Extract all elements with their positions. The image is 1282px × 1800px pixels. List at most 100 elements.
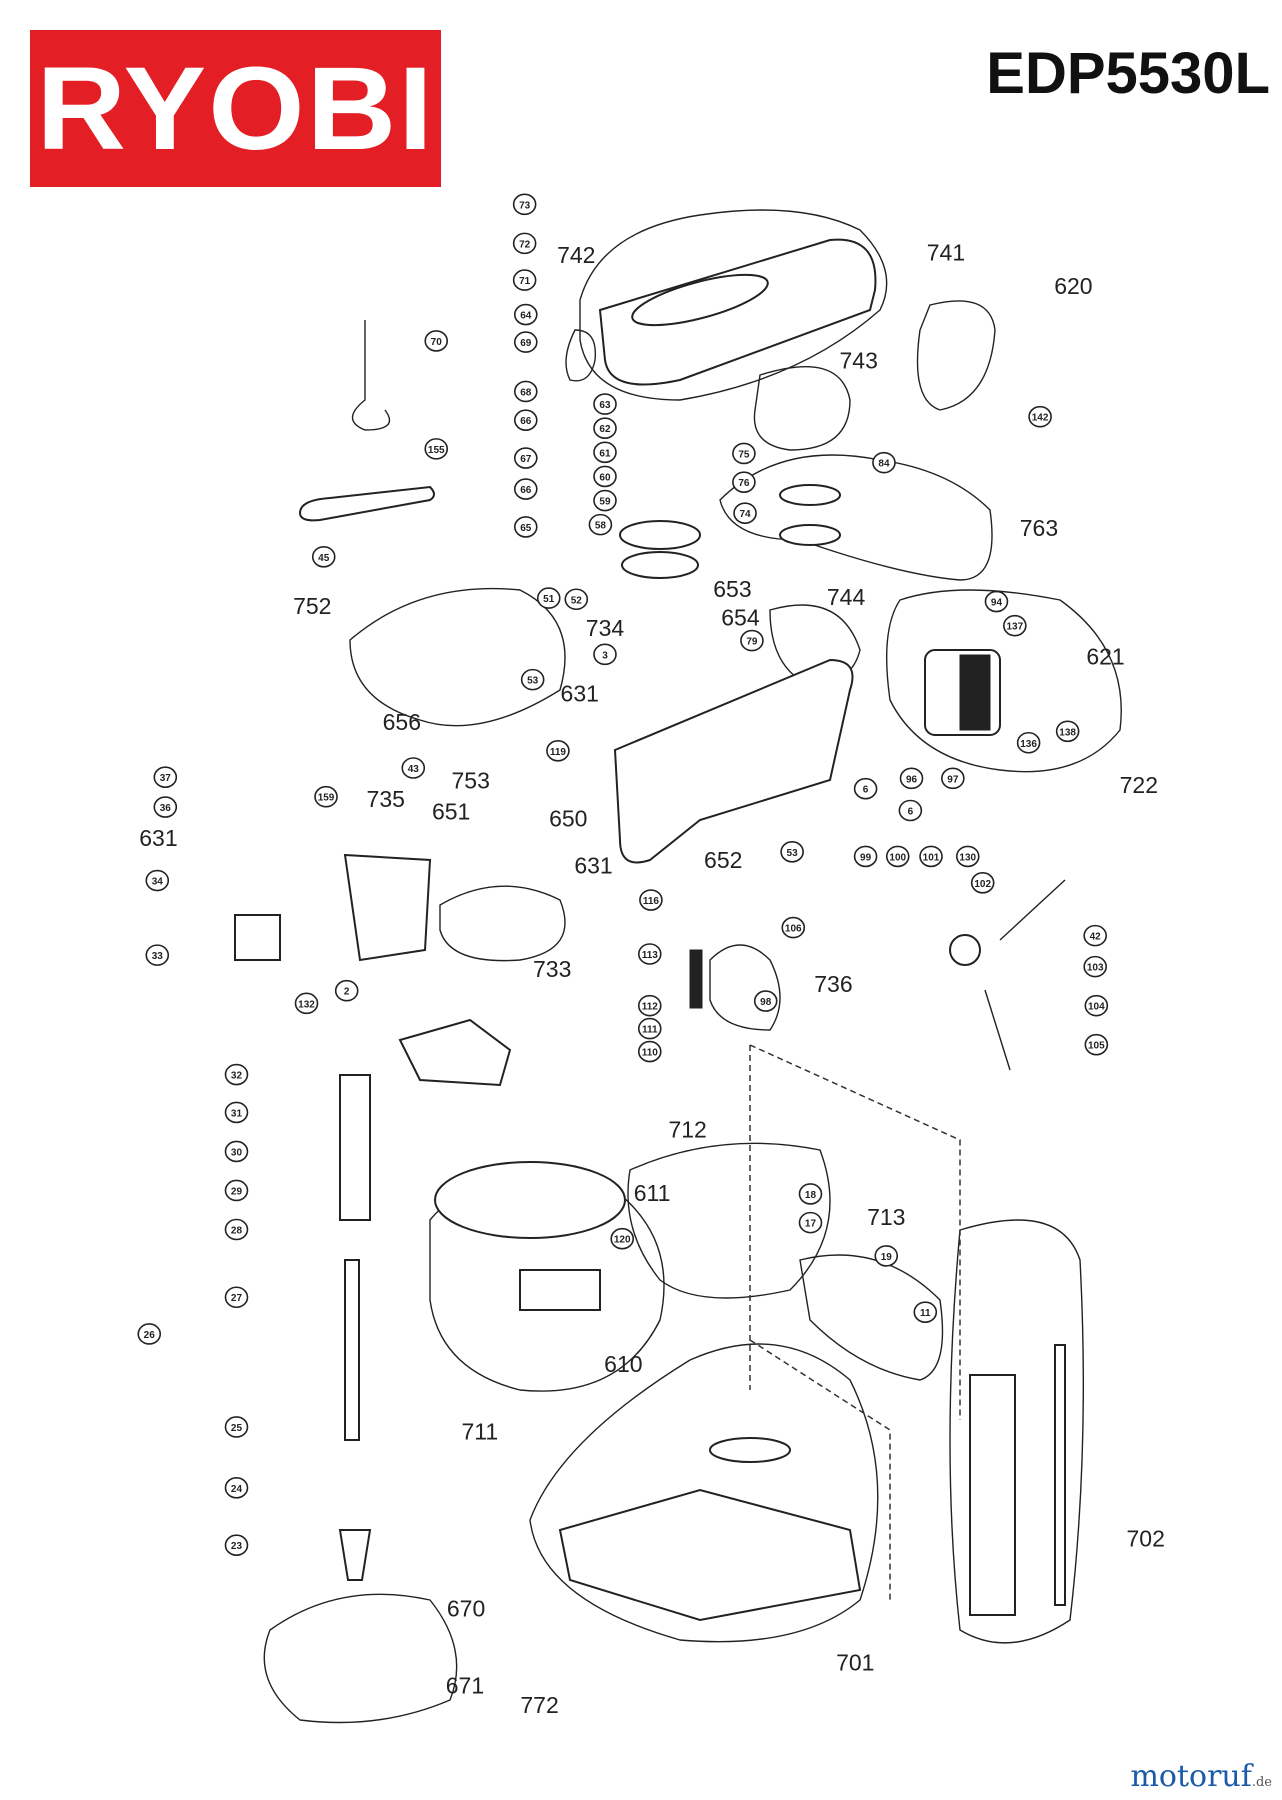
part-number: 106 [785, 924, 802, 935]
part-number: 73 [519, 200, 531, 211]
part-callout: 23 [224, 1534, 249, 1557]
part-number: 28 [231, 1226, 243, 1237]
part-callout: 159 [314, 785, 338, 808]
group-outline-701 [529, 1343, 879, 1643]
feed-hub [949, 934, 981, 966]
part-number: 33 [152, 951, 164, 962]
callout-circle [564, 588, 589, 611]
motor-pulley-lower [779, 524, 841, 546]
part-callout: 138 [1055, 720, 1080, 743]
group-outline-713 [799, 1254, 944, 1381]
part-number: 18 [805, 1190, 817, 1201]
callout-circle [513, 409, 538, 431]
part-callout: 32 [224, 1063, 249, 1086]
part-callout: 120 [610, 1227, 635, 1250]
part-callout: 65 [513, 516, 538, 538]
part-callout: 25 [224, 1416, 249, 1438]
head-casting [613, 658, 854, 864]
callout-circle [513, 380, 538, 403]
callout-circle [1055, 720, 1080, 743]
part-callout: 106 [781, 916, 806, 939]
part-callout: 70 [424, 330, 449, 352]
part-callout: 11 [913, 1301, 938, 1323]
part-number: 53 [787, 848, 799, 859]
callout-circle [637, 994, 662, 1017]
assembly-label: 620 [1054, 273, 1092, 299]
part-callout: 36 [153, 796, 178, 818]
assembly-label: 772 [520, 1692, 558, 1718]
assembly-label: 711 [462, 1419, 499, 1445]
part-callout: 33 [145, 944, 170, 966]
assembly-label: 654 [721, 605, 760, 631]
assembly-label: 712 [668, 1117, 706, 1143]
group-outline-736 [709, 944, 781, 1031]
part-callout: 103 [1083, 955, 1107, 978]
part-callout: 2 [334, 979, 359, 1002]
callout-circle [610, 1227, 635, 1250]
callout-circle [513, 447, 538, 469]
callout-circle [1084, 994, 1109, 1017]
part-callout: 116 [639, 889, 663, 911]
part-number: 24 [231, 1484, 243, 1495]
callout-circle [224, 1140, 249, 1163]
assembly-label: 763 [1020, 515, 1058, 541]
assembly-label: 621 [1086, 644, 1124, 670]
callout-circle [1083, 955, 1107, 978]
switch [234, 914, 281, 961]
assembly-label: 631 [561, 680, 599, 706]
part-number: 159 [318, 793, 335, 804]
assembly-label: 736 [814, 971, 852, 997]
callout-circle [224, 1286, 249, 1309]
callout-circle [637, 1017, 662, 1040]
assembly-label: 611 [634, 1180, 671, 1206]
callout-circle [1084, 1033, 1109, 1056]
part-number: 104 [1088, 1002, 1105, 1013]
assembly-label: 752 [293, 593, 331, 619]
callout-circle [1016, 731, 1041, 754]
callout-circle [853, 777, 878, 800]
group-outline-620 [916, 300, 996, 411]
callout-circle [137, 1323, 162, 1345]
callout-circle [898, 799, 923, 822]
part-number: 62 [599, 424, 611, 435]
part-callout: 76 [732, 471, 756, 493]
part-number: 64 [520, 311, 532, 322]
spindle-pulley [619, 520, 701, 550]
part-number: 66 [520, 485, 532, 496]
part-callout: 63 [593, 393, 617, 415]
part-number: 76 [738, 478, 750, 489]
assembly-label: 610 [604, 1351, 642, 1377]
part-number: 132 [298, 999, 315, 1010]
part-callout: 53 [520, 668, 545, 691]
part-callout: 102 [970, 872, 995, 894]
part-number: 30 [231, 1147, 243, 1158]
motor-pulley [779, 484, 841, 506]
assembly-label: 702 [1127, 1525, 1165, 1551]
part-callout: 71 [512, 269, 537, 291]
callout-circle [984, 590, 1009, 613]
callout-circle [546, 739, 570, 762]
callout-circle [885, 845, 910, 868]
group-outline-743 [753, 365, 851, 451]
guide-line-column [749, 1044, 961, 1420]
part-callout: 119 [546, 739, 570, 762]
part-number: 116 [643, 896, 660, 907]
callout-circle [424, 330, 449, 352]
part-number: 72 [519, 239, 531, 250]
part-callout: 18 [798, 1183, 823, 1205]
assembly-label: 733 [533, 956, 571, 982]
part-callout: 30 [224, 1140, 249, 1163]
part-callout: 3 [593, 643, 617, 666]
callout-circle [732, 442, 756, 465]
column [969, 1374, 1016, 1616]
part-callout: 67 [513, 447, 538, 469]
part-number: 113 [642, 950, 659, 961]
part-callout: 61 [593, 441, 617, 464]
assembly-label: 701 [836, 1649, 874, 1675]
part-number: 103 [1087, 963, 1104, 974]
part-number: 94 [991, 598, 1003, 609]
rack [1054, 1344, 1066, 1606]
assembly-label: 650 [549, 806, 587, 832]
part-callout: 96 [899, 767, 924, 790]
